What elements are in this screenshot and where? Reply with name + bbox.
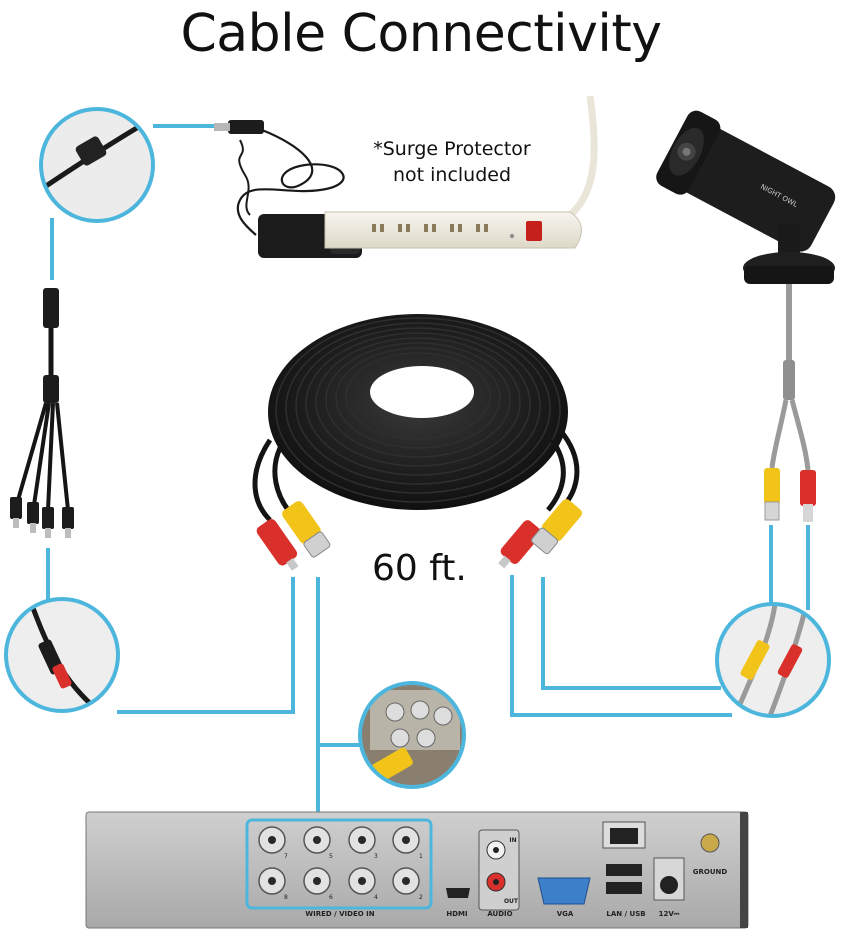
page-title: Cable Connectivity [180, 4, 663, 64]
connection-lines [46, 124, 810, 820]
label-audio-out: OUT [503, 898, 519, 905]
zoom-circle-dvr-port [358, 681, 466, 789]
channel-number: 7 [284, 853, 288, 860]
zoom-circle-power-join [4, 597, 120, 713]
label-vga: VGA [556, 910, 574, 918]
label-lan-usb: LAN / USB [606, 910, 646, 918]
power-splitter [10, 288, 74, 538]
surge-note-line1: *Surge Protector [373, 138, 531, 160]
channel-number: 4 [374, 894, 378, 901]
bnc-cable-coil [252, 314, 582, 571]
surge-note-line2: not included [392, 164, 512, 186]
channel-number: 6 [329, 894, 333, 901]
surge-protector-note: *Surge Protector not included [362, 136, 542, 188]
channel-number: 3 [374, 853, 378, 860]
channel-number: 5 [329, 853, 333, 860]
zoom-circle-camera-join [715, 602, 831, 718]
label-audio-in: IN [509, 837, 517, 844]
channel-number: 8 [284, 894, 288, 901]
label-video-in: WIRED / VIDEO IN [305, 910, 375, 918]
label-audio: AUDIO [487, 910, 513, 918]
dvr-recorder [85, 811, 749, 929]
channel-number: 2 [419, 894, 423, 901]
label-hdmi: HDMI [446, 910, 468, 918]
label-power-12v: 12V⎓ [658, 910, 680, 918]
channel-number: 1 [419, 853, 423, 860]
bullet-camera: NIGHT OWL [656, 110, 836, 522]
surge-protector [324, 95, 598, 249]
zoom-circle-adapter-split [39, 107, 155, 223]
cable-length-label: 60 ft. [372, 548, 467, 589]
label-ground: GROUND [692, 868, 728, 876]
